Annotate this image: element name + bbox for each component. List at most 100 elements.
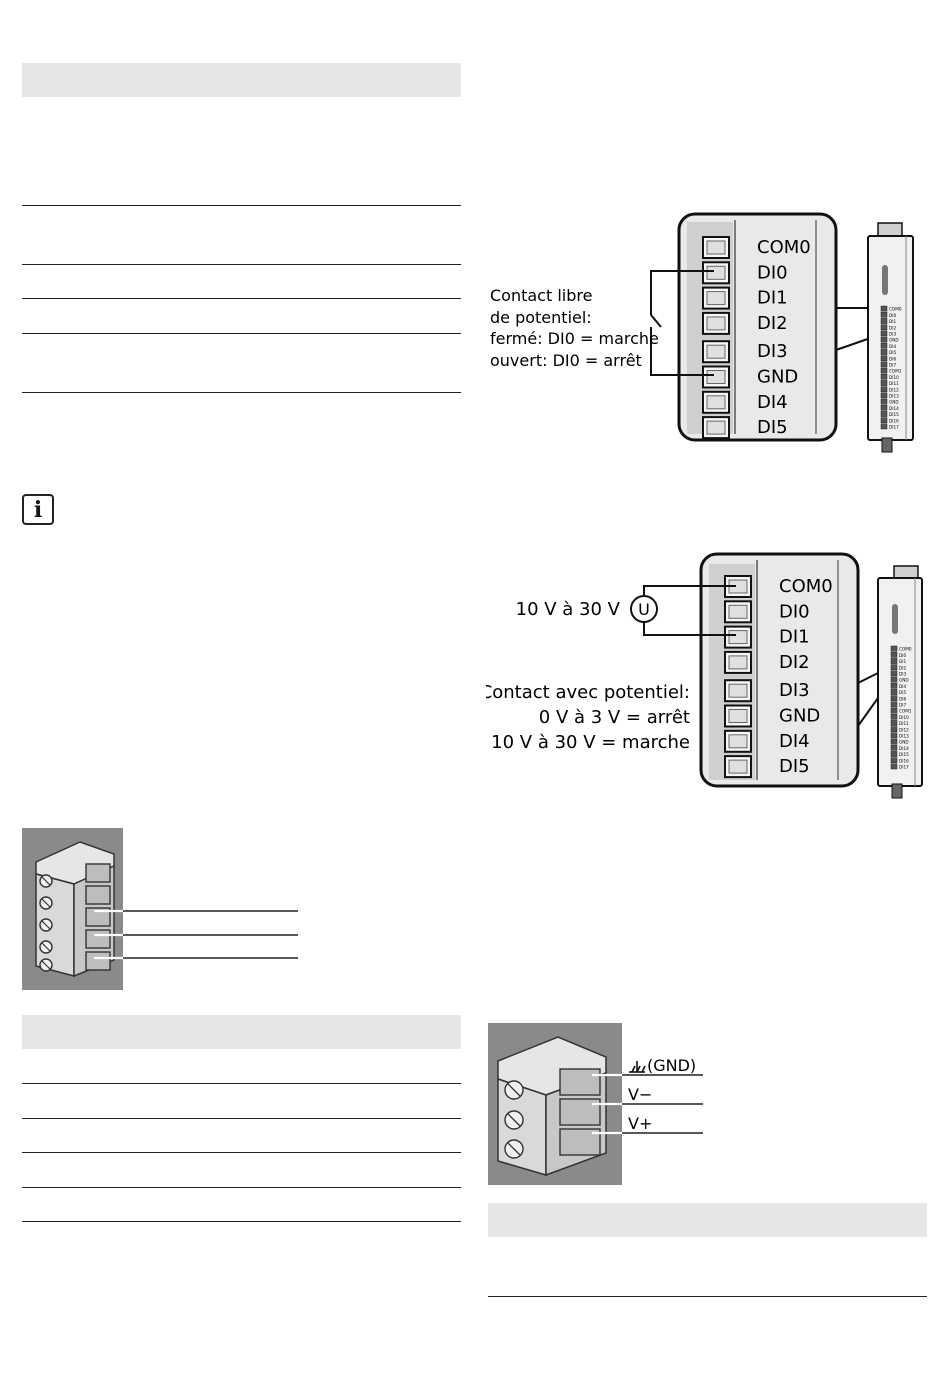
module-pin-label: DI10 xyxy=(889,375,899,380)
module-pin xyxy=(880,386,888,393)
left-table2-rule-1 xyxy=(22,1083,461,1084)
module-pin-label: DI14 xyxy=(899,746,909,751)
five-pin-connector-figure xyxy=(22,828,298,990)
io-module-illustration-1: COM0DI0DI1DI2DI3GNDDI4DI5DI6DI7COM1DI10D… xyxy=(867,222,914,453)
module-pin-label: GND xyxy=(889,338,899,343)
fig1-callout-line-1: Contact libre xyxy=(490,286,592,305)
terminal-label-di0: DI0 xyxy=(779,601,810,622)
module-pin xyxy=(880,373,888,380)
module-pin xyxy=(890,658,898,664)
left-table-rule-2 xyxy=(22,264,461,265)
module-pin xyxy=(880,380,888,386)
module-pin-label: DI3 xyxy=(889,332,896,337)
right-table-rule-1 xyxy=(488,1296,927,1297)
module-pin xyxy=(880,311,888,318)
module-pin-label: DI17 xyxy=(889,425,899,430)
terminal-slot-inner xyxy=(706,291,726,306)
module-pin-label: DI1 xyxy=(889,319,896,324)
module-pin xyxy=(890,751,898,757)
terminal-label-di3: DI3 xyxy=(757,341,788,362)
ground-symbol-icon xyxy=(629,1061,646,1073)
terminal-label-di1: DI1 xyxy=(779,627,810,648)
module-pin-label: DI17 xyxy=(899,765,909,770)
module-pin-label: DI2 xyxy=(899,665,906,670)
terminal-slot-inner xyxy=(706,316,726,331)
voltage-source-symbol: U xyxy=(638,600,650,619)
left-table-rule-1 xyxy=(22,205,461,206)
module-pin-label: DI15 xyxy=(889,412,899,417)
module-pin xyxy=(890,689,898,695)
left-table2-rule-4 xyxy=(22,1187,461,1188)
module-pin-label: DI0 xyxy=(889,313,896,318)
module-pin-label: DI12 xyxy=(889,387,899,392)
fig2-callout-line-2: 0 V à 3 V = arrêt xyxy=(539,707,690,728)
terminal-label-com0: COM0 xyxy=(779,576,833,597)
terminal-slot-inner xyxy=(728,683,748,698)
module-pin xyxy=(880,349,888,355)
module-pin-label: DI16 xyxy=(889,418,899,423)
left-table2-rule-3 xyxy=(22,1152,461,1153)
module-pin-label: DI7 xyxy=(889,363,896,368)
terminal-slot-inner xyxy=(706,370,726,384)
module-pin-label: DI1 xyxy=(899,659,906,664)
module-pin xyxy=(890,744,898,751)
module-pin-label: COM0 xyxy=(899,647,912,652)
module-pin xyxy=(890,707,898,714)
module-pin xyxy=(880,392,888,399)
terminal-label-com0: COM0 xyxy=(757,237,811,258)
power-label-gnd: (GND) xyxy=(647,1056,696,1075)
module-pin xyxy=(880,336,888,343)
left-table2-rule-2 xyxy=(22,1118,461,1119)
module-pin-label: DI16 xyxy=(899,758,909,763)
module-pin-label: DI5 xyxy=(889,350,896,355)
module-pin xyxy=(880,423,888,430)
module-pin-label: DI12 xyxy=(899,727,909,732)
module-pin-label: DI10 xyxy=(899,715,909,720)
fig1-callout-line-3: fermé: DI0 = marche xyxy=(490,329,659,348)
fig2-callout-line-1: Contact avec potentiel: xyxy=(486,682,690,703)
left-table-rule-5 xyxy=(22,392,461,393)
right-table-header-band xyxy=(488,1203,927,1237)
module-pin-label: DI0 xyxy=(899,653,906,658)
terminal-slot-inner xyxy=(728,759,748,774)
module-pin xyxy=(880,404,888,411)
terminal-label-di5: DI5 xyxy=(757,417,788,438)
module-pin xyxy=(880,324,888,331)
terminal-label-gnd: GND xyxy=(779,706,820,727)
module-pin-label: DI4 xyxy=(899,684,906,689)
terminal-slot-inner xyxy=(706,395,726,410)
module-pin xyxy=(890,720,898,726)
module-pin-label: DI11 xyxy=(889,381,899,386)
module-pin-label: DI13 xyxy=(889,394,899,399)
terminal-label-di2: DI2 xyxy=(757,313,788,334)
left-table2-header-band xyxy=(22,1015,461,1049)
module-pin xyxy=(890,732,898,739)
module-pin-label: GND xyxy=(899,740,909,745)
module-pin xyxy=(890,651,898,658)
module-pin-label: COM1 xyxy=(889,369,902,374)
fig2-voltage-label: 10 V à 30 V xyxy=(516,599,621,620)
terminal-label-di1: DI1 xyxy=(757,288,788,309)
module-pin xyxy=(880,398,888,405)
module-pin xyxy=(890,726,898,733)
terminal-slot-inner xyxy=(728,655,748,670)
module-pin xyxy=(890,676,898,683)
module-pin-label: DI5 xyxy=(899,690,906,695)
module-pin-label: DI7 xyxy=(899,703,906,708)
terminal-label-di3: DI3 xyxy=(779,680,810,701)
terminal-slot-inner xyxy=(706,265,726,280)
left-table-header-band xyxy=(22,63,461,97)
module-pin xyxy=(890,664,898,671)
module-pin-label: DI14 xyxy=(889,406,899,411)
module-pin xyxy=(890,763,898,770)
left-table2-rule-5 xyxy=(22,1221,461,1222)
module-pin xyxy=(880,318,888,324)
terminal-label-di4: DI4 xyxy=(757,392,788,413)
module-pin xyxy=(890,670,898,677)
info-icon: i xyxy=(22,494,54,525)
terminal-slot-inner xyxy=(728,630,748,645)
left-table-rule-3 xyxy=(22,298,461,299)
terminal-slot-inner xyxy=(728,709,748,723)
